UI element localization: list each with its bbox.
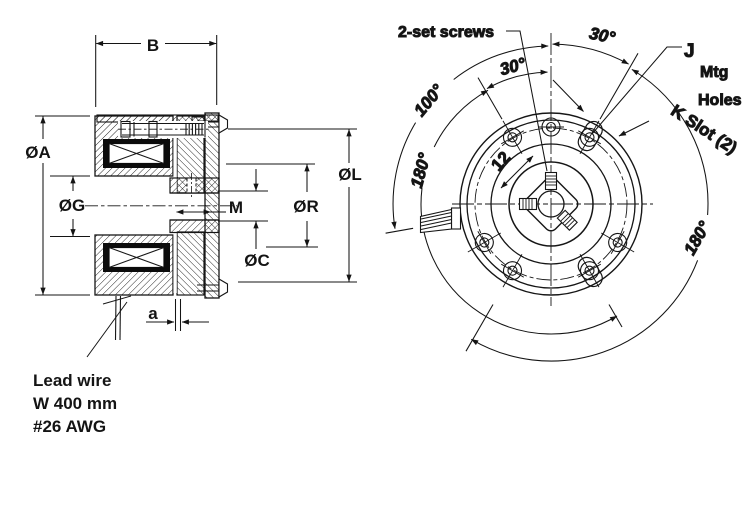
dim-label-a: a <box>148 304 158 323</box>
dim-12-arrow <box>500 155 534 189</box>
dim-label-oa: ØA <box>25 143 51 162</box>
angle-label-100: 100° <box>410 81 447 120</box>
front-view: 2-set screws 30° 30° 100° 180° 180° 12 J… <box>385 23 742 362</box>
label-j: J <box>684 41 695 62</box>
hub-boss <box>518 171 579 232</box>
dim-label-ol: ØL <box>338 165 362 184</box>
label-set-screws: 2-set screws <box>398 24 494 41</box>
lead-wire-note: Lead wire W 400 mm #26 AWG <box>33 371 117 436</box>
arc-100-seg2 <box>391 122 417 229</box>
tick-30 <box>599 53 639 120</box>
mounting-hole-240 <box>467 231 501 254</box>
angle-label-180-left: 180° <box>407 151 435 190</box>
mounting-holes <box>467 117 635 288</box>
angle-label-180-right: 180° <box>680 218 714 258</box>
mounting-hole-top <box>538 117 564 137</box>
dim-label-or: ØR <box>293 197 319 216</box>
hub-section <box>169 173 220 234</box>
keyway-mark-left <box>518 197 538 211</box>
lead-wire-front <box>419 207 462 234</box>
dim-label-og: ØG <box>59 196 85 215</box>
lead-wire-note-line-2: W 400 mm <box>33 394 117 413</box>
mounting-hole-210 <box>501 254 524 288</box>
slot-hole-150 <box>577 254 603 288</box>
tick-330 <box>477 77 503 120</box>
coil-lower <box>103 243 170 272</box>
lead-wire-leader <box>86 301 128 358</box>
label-holes: Holes <box>698 92 742 109</box>
arc-180-left-seg1 <box>433 89 489 148</box>
set-screws-leader <box>506 30 548 172</box>
mounting-flange <box>191 112 229 299</box>
coil-upper <box>103 139 170 168</box>
tick-210 <box>465 304 494 352</box>
armature-circle <box>490 143 612 265</box>
set-screw-mark-lower-right <box>556 209 578 231</box>
arc-30-inner <box>486 69 548 90</box>
body-outer-circle <box>459 112 643 296</box>
set-screw-mark-top <box>544 171 558 191</box>
mounting-hole-330 <box>501 120 524 154</box>
lead-wire-note-line-1: Lead wire <box>33 371 111 390</box>
k-slot-arrow-2 <box>618 120 650 137</box>
hub-circle <box>508 161 594 247</box>
bore-circle <box>537 190 565 218</box>
j-leader <box>591 46 682 135</box>
tick-260 <box>385 227 414 234</box>
bolt-circle <box>474 127 628 281</box>
through-bolt <box>118 120 209 138</box>
k-slot-arrow-1 <box>552 79 584 112</box>
arc-180-right-seg2 <box>471 260 699 362</box>
lead-wire-note-line-3: #26 AWG <box>33 417 106 436</box>
arc-100-seg1 <box>453 43 549 80</box>
dim-label-b: B <box>147 36 159 55</box>
dim-label-12: 12 <box>488 148 515 175</box>
air-gap <box>173 123 177 293</box>
slot-hole-30 <box>577 120 603 154</box>
dimensions-left <box>35 35 357 331</box>
dim-label-oc: ØC <box>244 251 270 270</box>
leaders <box>500 30 682 189</box>
section-view: B ØA ØG M ØR ØL ØC a Lead wire W 400 mm … <box>25 35 362 436</box>
dim-label-m: M <box>229 198 243 217</box>
flange-circle <box>466 119 636 289</box>
label-k-slot: K Slot (2) <box>668 101 741 158</box>
lead-wire <box>86 295 132 358</box>
arc-180-right-seg1 <box>631 68 709 216</box>
label-mtg: Mtg <box>700 64 728 81</box>
tick-150 <box>608 304 623 328</box>
mounting-hole-120 <box>601 231 635 254</box>
angle-label-30-outer: 30° <box>588 24 617 48</box>
arc-30-outer <box>552 41 629 65</box>
